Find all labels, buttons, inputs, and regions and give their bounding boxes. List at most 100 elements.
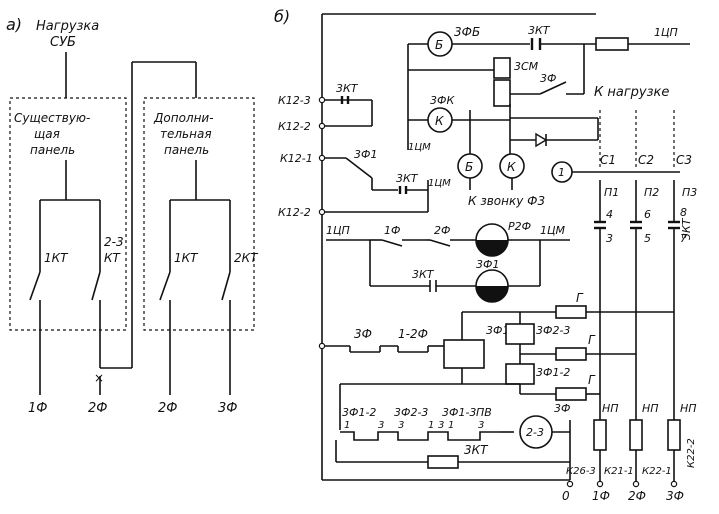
panel-b-label: б) bbox=[274, 7, 290, 26]
label-1cp-mid: 1ЦП bbox=[326, 224, 350, 237]
bottom-label-0: 0 bbox=[562, 489, 570, 503]
switch-23-a: 2-3 bbox=[104, 235, 124, 249]
phase-3f: 3Ф bbox=[218, 401, 237, 416]
num-7: 7 bbox=[680, 232, 687, 245]
contact-3f-lower: 3Ф bbox=[354, 327, 372, 341]
chain-3f13: 3Ф1-3 bbox=[442, 406, 476, 419]
chain-num-3: 3 bbox=[398, 420, 404, 431]
coil-3f23-box bbox=[505, 323, 535, 345]
terminal-k12-3: К12-3 bbox=[278, 94, 311, 107]
panel-b: б) К12-3 К12-2 К12-1 К12-2 3КТ Б 3ФБ 3КТ bbox=[274, 7, 697, 503]
pv-label: ПВ bbox=[476, 406, 492, 419]
coil-3f12-box bbox=[505, 363, 535, 385]
contact-p2: П2 bbox=[644, 186, 659, 199]
breaker-c2: С2 bbox=[638, 153, 654, 167]
relay-r2f-label: Р2Ф bbox=[508, 220, 531, 233]
np-label-3: НП bbox=[680, 402, 697, 415]
to-bell-label: К звонку Ф3 bbox=[468, 194, 545, 208]
existing-panel-label-2: щая bbox=[34, 127, 60, 141]
num-5: 5 bbox=[644, 232, 651, 245]
resistor-g1 bbox=[555, 305, 587, 319]
g-label-2: Г bbox=[588, 333, 596, 347]
terminal-k12-2-top: К12-2 bbox=[278, 120, 311, 133]
num-6: 6 bbox=[644, 208, 651, 221]
contact-1f: 1Ф bbox=[384, 224, 400, 237]
coil-3cm-label: 3СМ bbox=[514, 60, 539, 73]
coil-23-label: 2-3 bbox=[526, 426, 544, 439]
contact-3kt-mid: 3КТ bbox=[396, 172, 419, 185]
chain-num-5: 3 bbox=[438, 420, 444, 431]
label-1cm-right: 1ЦМ bbox=[540, 224, 566, 237]
num-3: 3 bbox=[606, 232, 613, 245]
panel-a-label: а) bbox=[6, 15, 22, 34]
terminal-k12-1: К12-1 bbox=[280, 152, 313, 165]
phase-1f: 1Ф bbox=[28, 401, 47, 416]
coil-3f13-box bbox=[443, 339, 485, 369]
contact-3kt-top: 3КТ bbox=[528, 24, 551, 37]
additional-panel-box bbox=[143, 97, 255, 331]
terminal-k12-2-bottom: К12-2 bbox=[278, 206, 311, 219]
breaker-c3: С3 bbox=[676, 153, 692, 167]
terminal-k21-1: К21-1 bbox=[604, 466, 634, 477]
label-1cp-top: 1ЦП bbox=[654, 26, 678, 39]
chain-num-2: 3 bbox=[378, 420, 384, 431]
switch-1kt-b: 1КТ bbox=[174, 251, 199, 265]
coil-3f bbox=[493, 79, 511, 107]
lamp-b2-letter: Б bbox=[465, 160, 473, 174]
load-subtitle: СУБ bbox=[50, 35, 76, 50]
label-1cm-left: 1ЦМ bbox=[408, 142, 431, 153]
breaker-c1: С1 bbox=[600, 153, 616, 167]
panel-a: а) Нагрузка СУБ Существую- щая панель 1К… bbox=[6, 15, 259, 416]
bottom-label-1f: 1Ф bbox=[592, 489, 610, 503]
num-8: 8 bbox=[680, 206, 687, 219]
np-label-2: НП bbox=[642, 402, 659, 415]
lamp-k-letter: К bbox=[435, 114, 444, 128]
num-4: 4 bbox=[606, 208, 613, 221]
terminal-k22-1: К22-1 bbox=[642, 466, 672, 477]
g-label-3: Г bbox=[588, 373, 596, 387]
coil-3cm bbox=[493, 57, 511, 79]
chain-num-7: 3 bbox=[478, 420, 484, 431]
chain-num-6: 1 bbox=[448, 420, 454, 431]
resistor-g2 bbox=[555, 347, 587, 361]
switch-1kt-a: 1КТ bbox=[44, 251, 69, 265]
contact-2f: 2Ф bbox=[434, 224, 450, 237]
chain-3f12: 3Ф1-2 bbox=[342, 406, 376, 419]
contact-3f1-label: 3Ф1 bbox=[354, 148, 377, 161]
terminal-k26-3: К26-3 bbox=[566, 466, 596, 477]
np-label-1: НП bbox=[602, 402, 619, 415]
switch-kt-a: КТ bbox=[104, 251, 122, 265]
contact-3kt-left: 3КТ bbox=[336, 82, 359, 95]
fuse-np2 bbox=[629, 419, 643, 451]
phase-2f-b: 2Ф bbox=[158, 401, 177, 416]
fuse-np1 bbox=[593, 419, 607, 451]
diode-icon bbox=[535, 132, 548, 148]
coil-3f-label: 3Ф bbox=[540, 72, 556, 85]
terminal-k22-2: К22-2 bbox=[686, 438, 697, 468]
fuse-np3 bbox=[667, 419, 681, 451]
bottom-label-3f: 3Ф bbox=[666, 489, 684, 503]
contact-3kt-middle: 3КТ bbox=[412, 268, 435, 281]
cross-mark: × bbox=[94, 371, 104, 385]
additional-panel-label-3: панель bbox=[164, 143, 209, 157]
g-label-1: Г bbox=[576, 291, 584, 305]
to-load-label: К нагрузке bbox=[594, 85, 669, 100]
coil-23-name: 3Ф bbox=[554, 402, 570, 415]
existing-panel-label-1: Существую- bbox=[14, 111, 90, 125]
lamp-b-letter: Б bbox=[435, 38, 443, 52]
load-title: Нагрузка bbox=[36, 19, 99, 34]
switch-2kt-b: 2КТ bbox=[234, 251, 259, 265]
chain-num-1: 1 bbox=[344, 420, 350, 431]
bottom-label-2f: 2Ф bbox=[628, 489, 646, 503]
coil-3f12-label: 3Ф1-2 bbox=[536, 366, 570, 379]
additional-panel-label-1: Дополни- bbox=[153, 111, 214, 125]
contact-12f: 1-2Ф bbox=[398, 327, 428, 341]
coil-3f23-label: 3Ф2-3 bbox=[536, 324, 570, 337]
label-3kt-vertical: 3КТ bbox=[680, 217, 693, 240]
contact-p3: П3 bbox=[682, 186, 697, 199]
contact-p1: П1 bbox=[604, 186, 619, 199]
existing-panel-label-3: панель bbox=[30, 143, 75, 157]
circle-1-label: 1 bbox=[558, 166, 565, 179]
additional-panel-label-2: тельная bbox=[160, 127, 212, 141]
